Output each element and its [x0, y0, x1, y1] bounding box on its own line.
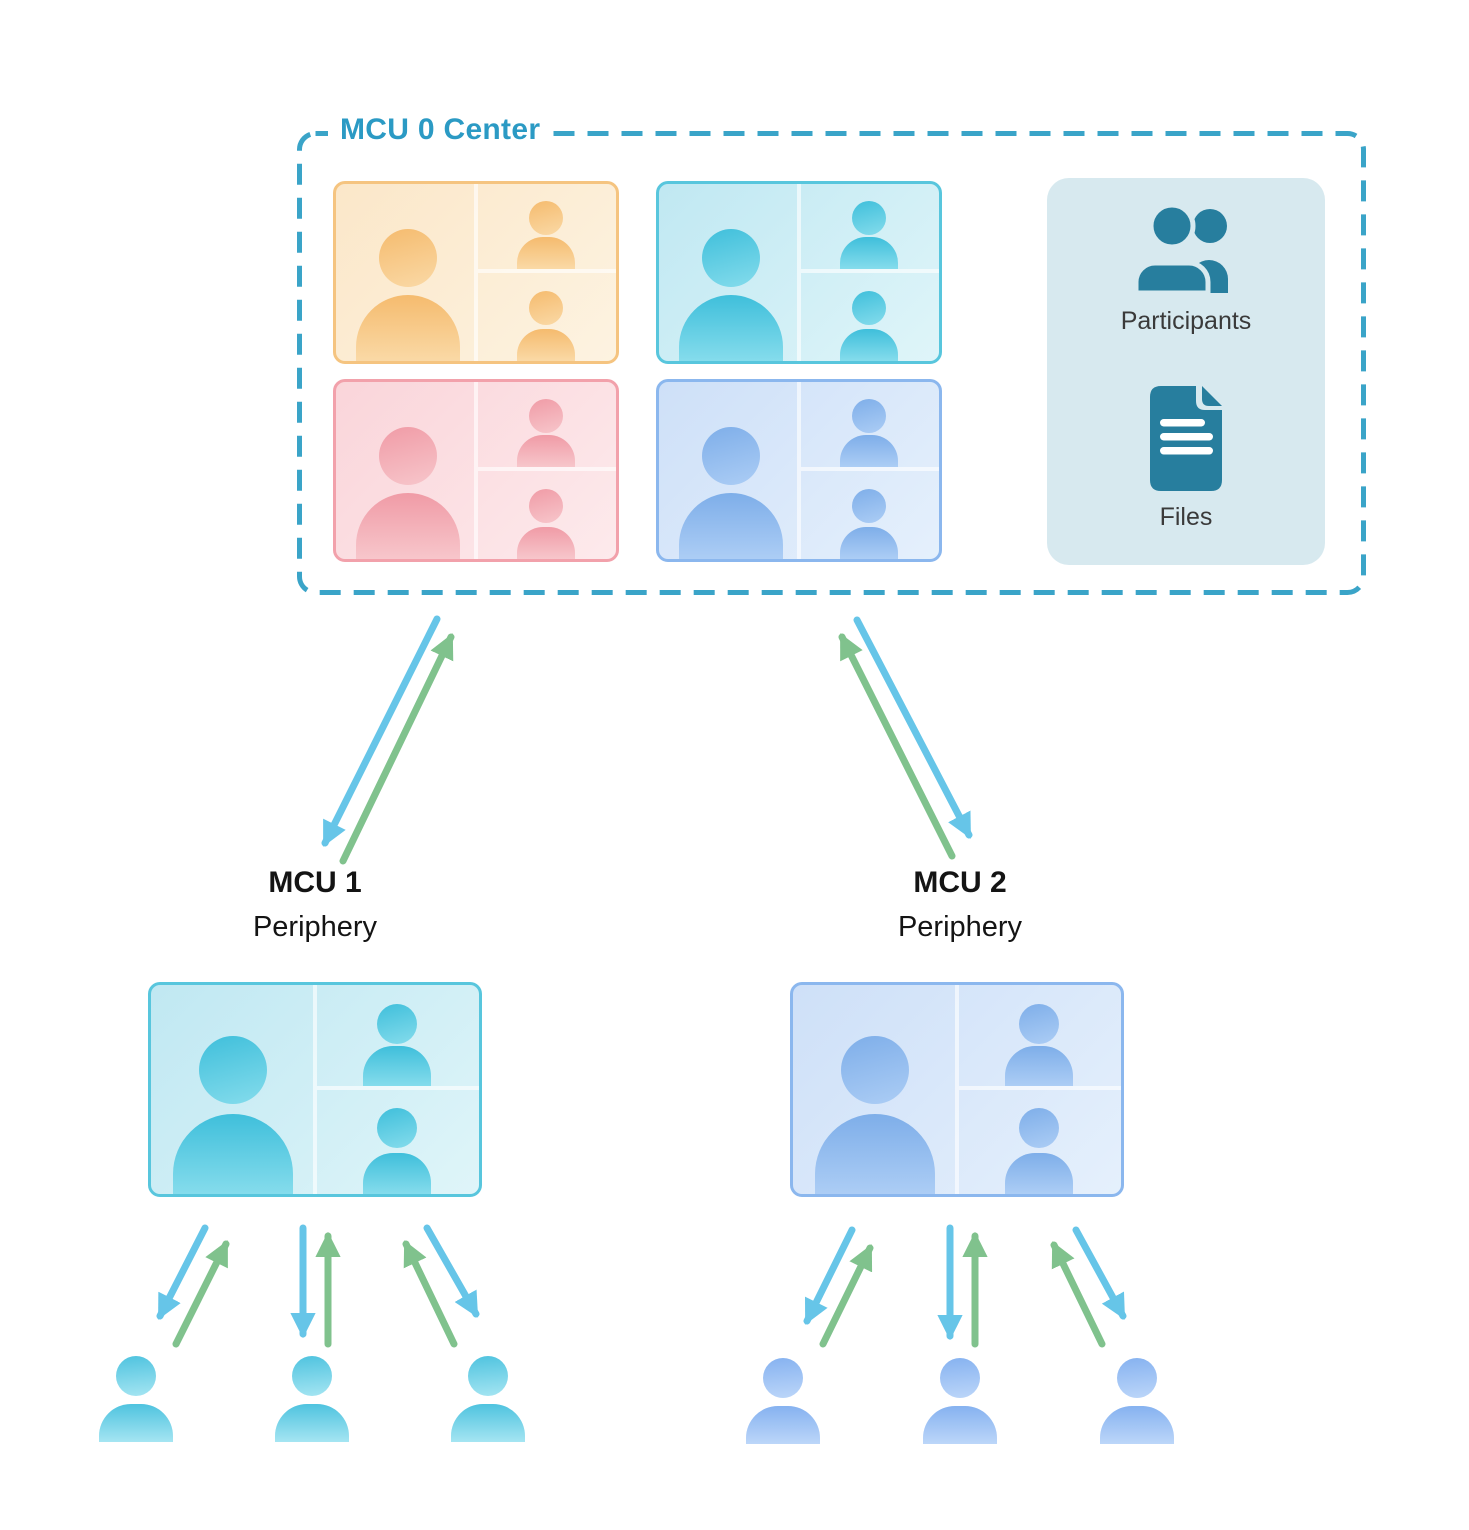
user-head [116, 1356, 156, 1396]
screen-divider-vertical [797, 382, 801, 559]
mcu0-boundary [297, 131, 1366, 595]
user-body [451, 1404, 525, 1442]
downlink-arrow-icon [156, 1224, 209, 1320]
screen-divider-vertical [474, 184, 478, 361]
mcu2-user1-link [803, 1226, 874, 1348]
center-screen-blue [656, 379, 942, 562]
mcu1-user2-link [290, 1224, 341, 1348]
mcu2-user3-link [1050, 1226, 1127, 1348]
mcu2-screen [790, 982, 1124, 1197]
downlink-arrow-icon [1072, 1226, 1127, 1320]
mcu2-user2-link [937, 1224, 988, 1348]
screen-divider-vertical [474, 382, 478, 559]
mcu2-name: MCU 2 [913, 866, 1007, 899]
uplink-arrow-icon [838, 633, 956, 860]
mcu1-user-icon [275, 1356, 349, 1442]
uplink-arrow-icon [172, 1240, 230, 1348]
screen-divider-vertical [313, 985, 317, 1194]
user-head [763, 1358, 803, 1398]
user-body [1100, 1406, 1174, 1444]
downlink-arrow-icon [321, 615, 441, 847]
uplink-arrow-icon [819, 1244, 874, 1348]
mcu1-user-icon [451, 1356, 525, 1442]
uplink-arrow-icon [339, 633, 455, 865]
mcu1-screen [148, 982, 482, 1197]
mcu1-name: MCU 1 [268, 866, 362, 899]
user-head [292, 1356, 332, 1396]
participants-label: Participants [1120, 307, 1252, 335]
mcu1-user3-link [402, 1224, 480, 1348]
screen-divider-horizontal [317, 1086, 479, 1090]
mcu2-subtitle: Periphery [897, 911, 1023, 943]
uplink-arrow-icon [402, 1240, 458, 1348]
user-body [923, 1406, 997, 1444]
screen-divider-horizontal [478, 269, 616, 273]
user-body [99, 1404, 173, 1442]
mcu1-user1-link [156, 1224, 230, 1348]
user-head [940, 1358, 980, 1398]
screen-divider-vertical [797, 184, 801, 361]
center-screen-pink [333, 379, 619, 562]
center-screen-amber [333, 181, 619, 364]
files-label: Files [1159, 503, 1213, 531]
user-body [275, 1404, 349, 1442]
mcu2-user-icon [746, 1358, 820, 1444]
screen-divider-horizontal [801, 467, 939, 471]
screen-divider-horizontal [959, 1086, 1121, 1090]
user-head [468, 1356, 508, 1396]
files-icon [1150, 386, 1222, 491]
downlink-arrow-icon [423, 1224, 480, 1318]
mcu2-user-icon [923, 1358, 997, 1444]
screen-divider-horizontal [478, 467, 616, 471]
mcu1-subtitle: Periphery [252, 911, 378, 943]
downlink-arrow-icon [853, 616, 973, 839]
screen-divider-vertical [955, 985, 959, 1194]
mcu2-user-icon [1100, 1358, 1174, 1444]
mcu0-center-label: MCU 0 Center [328, 113, 553, 147]
uplink-arrow-icon [1050, 1241, 1106, 1348]
participants-icon [1133, 205, 1228, 295]
downlink-arrow-icon [803, 1226, 856, 1325]
resources-panel: Participants Files [1047, 178, 1325, 565]
mcu0-mcu2-link [838, 616, 973, 860]
center-screen-cyan [656, 181, 942, 364]
mcu1-user-icon [99, 1356, 173, 1442]
user-body [746, 1406, 820, 1444]
mcu0-mcu1-link [321, 615, 455, 865]
user-head [1117, 1358, 1157, 1398]
screen-divider-horizontal [801, 269, 939, 273]
